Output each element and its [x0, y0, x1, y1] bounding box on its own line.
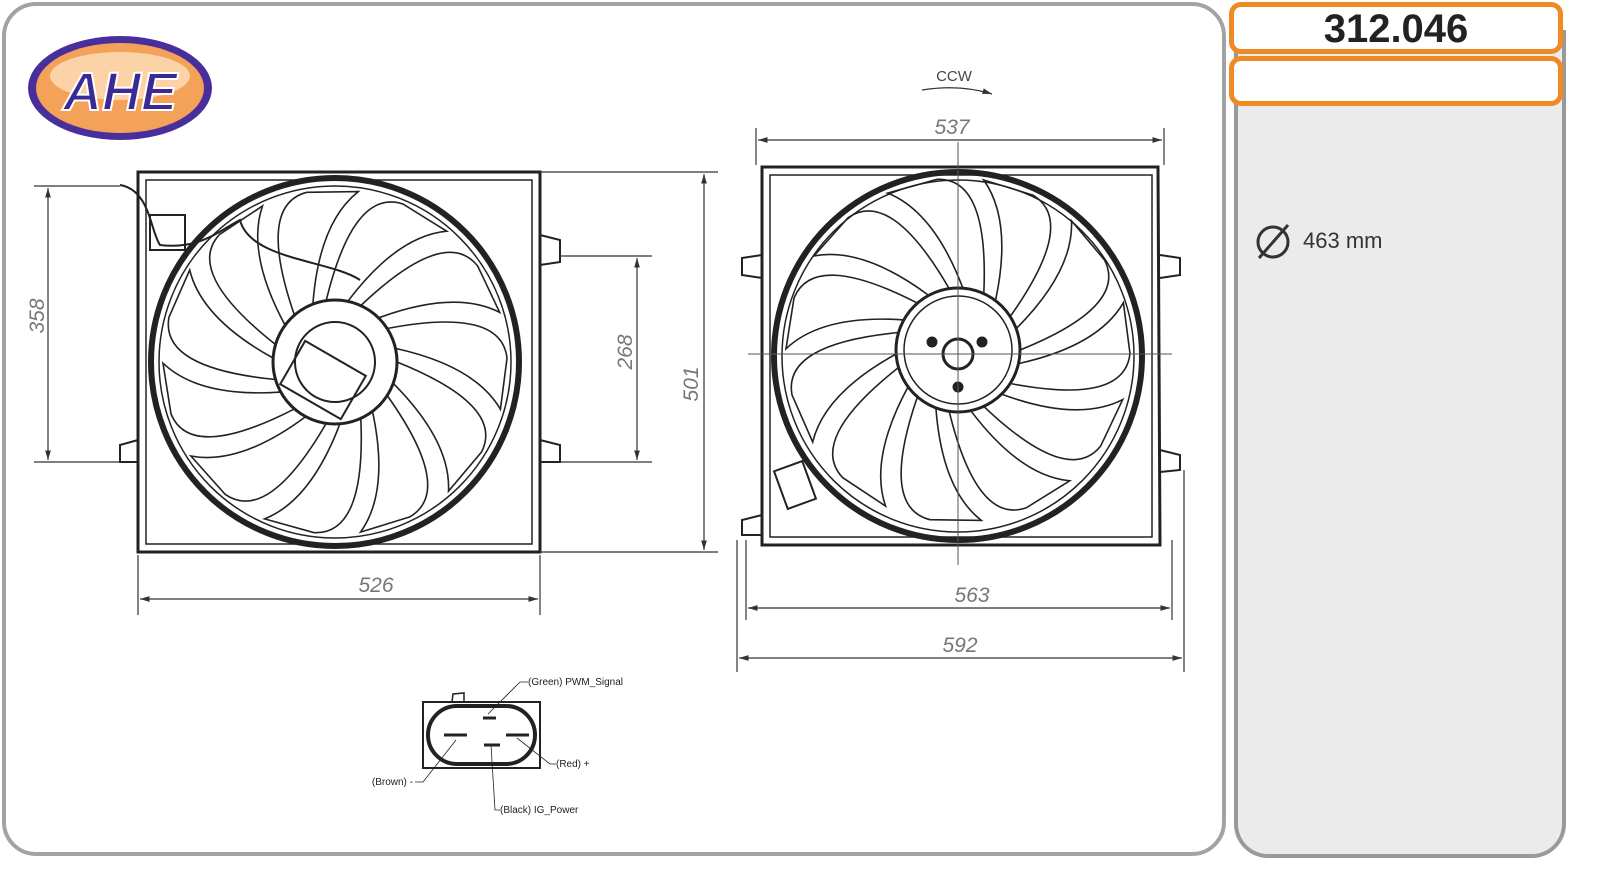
diameter-spec: 463 mm: [1255, 222, 1382, 260]
fan-blade: [358, 395, 429, 534]
drawing-panel: [2, 2, 1226, 856]
fan-blade: [983, 393, 1125, 461]
dim-268: 268: [614, 334, 637, 370]
fan-blade: [360, 251, 502, 319]
fan-blade: [900, 396, 984, 522]
pin-red-label: (Red) +: [556, 759, 590, 770]
left-dimensions: [34, 171, 718, 615]
dim-358: 358: [26, 298, 49, 333]
fan-blade: [277, 190, 361, 316]
fan-blade: [392, 361, 487, 494]
pin-brown-label: (Brown) -: [372, 777, 413, 788]
pin-green-label: (Green) PWM_Signal: [528, 677, 623, 688]
fan-blade: [784, 274, 918, 352]
fan-blade: [188, 415, 327, 502]
dim-592: 592: [942, 634, 977, 657]
fan-blade: [885, 178, 986, 294]
connector-diagram: [415, 681, 556, 811]
fan-blade: [1015, 218, 1110, 351]
fan-rear-view: [119, 170, 561, 554]
dim-526: 526: [358, 574, 393, 597]
fan-blade: [167, 267, 276, 381]
pin-black-label: (Black) IG_Power: [500, 805, 579, 816]
dim-563: 563: [954, 584, 989, 607]
fan-blade: [325, 201, 450, 302]
ahe-logo: AHE: [28, 36, 212, 140]
diameter-icon: [1256, 224, 1290, 259]
fan-blade: [811, 210, 950, 297]
center-lines: [748, 142, 1172, 565]
fan-blade: [831, 366, 909, 508]
rotation-label: CCW: [936, 68, 973, 85]
diameter-value: 463 mm: [1303, 228, 1383, 253]
part-number: 312.046: [1229, 2, 1563, 54]
fan-blade: [387, 321, 508, 412]
fan-blade: [790, 331, 899, 445]
fan-blade: [161, 360, 295, 438]
rotation-arrow-icon: [921, 87, 993, 95]
svg-text:AHE: AHE: [61, 62, 179, 122]
fan-front-view: [741, 165, 1181, 547]
fan-blade: [948, 410, 1073, 511]
secondary-info-box: [1229, 56, 1563, 106]
spec-panel: [1234, 30, 1566, 858]
fan-blade: [981, 178, 1052, 317]
fan-blade: [262, 418, 363, 534]
right-dimensions: [736, 87, 1185, 672]
dim-501: 501: [680, 366, 703, 401]
fan-blade: [208, 204, 286, 346]
dim-537: 537: [934, 116, 970, 139]
